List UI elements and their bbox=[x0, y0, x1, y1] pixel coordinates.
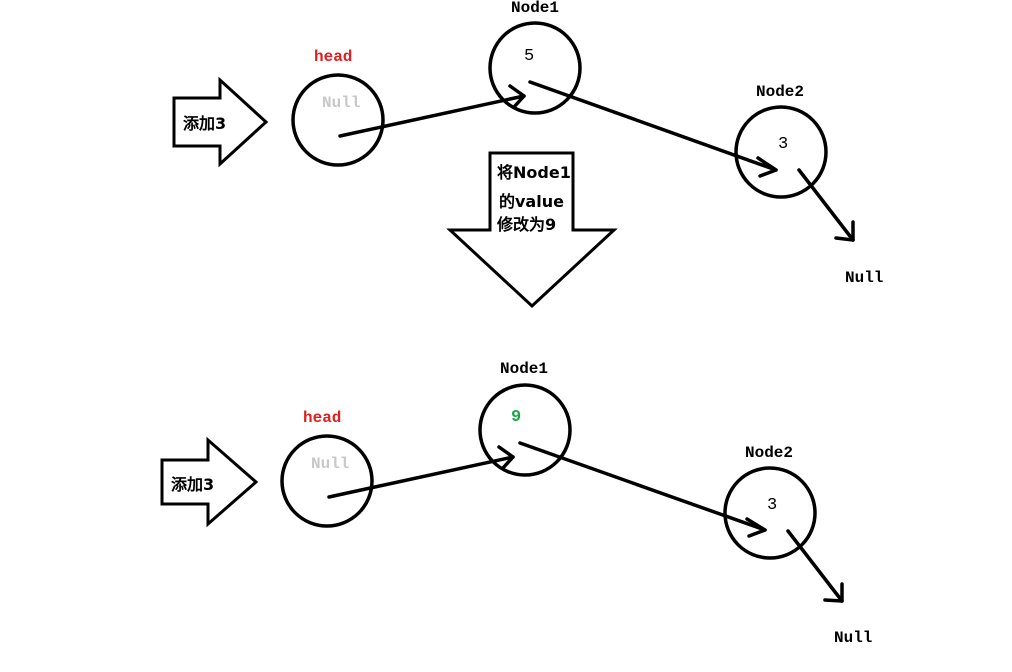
bottom-diagram: 添加3 head Null Node1 9 Node2 3 Null bbox=[160, 360, 872, 647]
top-add-label: 添加3 bbox=[183, 114, 226, 133]
bottom-node2 bbox=[723, 466, 817, 560]
bottom-pointer-node1-to-node2 bbox=[518, 441, 767, 538]
top-node1-label: Node1 bbox=[511, 0, 559, 17]
bottom-add-label: 添加3 bbox=[171, 475, 214, 494]
top-head-value: Null bbox=[322, 94, 360, 112]
bottom-node2-value: 3 bbox=[767, 496, 777, 515]
transition-line1: 将Node1 bbox=[497, 163, 571, 182]
bottom-head-node bbox=[280, 434, 374, 528]
top-head-node bbox=[291, 73, 385, 167]
top-pointer-node1-to-node2 bbox=[528, 80, 778, 178]
top-node1 bbox=[488, 21, 582, 115]
bottom-pointer-head-to-node1 bbox=[327, 445, 515, 499]
top-pointer-node2-to-null bbox=[797, 168, 855, 242]
transition-arrow: 将Node1 的value 修改为9 bbox=[446, 151, 618, 309]
bottom-add-arrow: 添加3 bbox=[160, 436, 259, 528]
bottom-node1-value: 9 bbox=[511, 408, 521, 427]
top-pointer-head-to-node1 bbox=[338, 84, 526, 138]
bottom-node2-label: Node2 bbox=[745, 444, 793, 462]
transition-line3: 修改为9 bbox=[496, 215, 556, 234]
top-head-label: head bbox=[314, 48, 352, 66]
bottom-node1-label: Node1 bbox=[500, 360, 548, 378]
top-tail-null: Null bbox=[845, 269, 883, 287]
top-node1-value: 5 bbox=[524, 47, 534, 66]
top-node2 bbox=[734, 105, 828, 199]
top-node2-label: Node2 bbox=[756, 83, 804, 101]
bottom-head-label: head bbox=[303, 409, 341, 427]
top-add-arrow: 添加3 bbox=[172, 76, 269, 168]
transition-line2: 的value bbox=[499, 192, 564, 211]
bottom-node1 bbox=[478, 383, 572, 477]
bottom-pointer-node2-to-null bbox=[786, 529, 844, 603]
top-node2-value: 3 bbox=[778, 135, 788, 154]
bottom-tail-null: Null bbox=[834, 629, 872, 647]
bottom-head-value: Null bbox=[311, 455, 349, 473]
top-diagram: 添加3 head Null Node1 5 Node2 3 Null bbox=[172, 0, 883, 287]
